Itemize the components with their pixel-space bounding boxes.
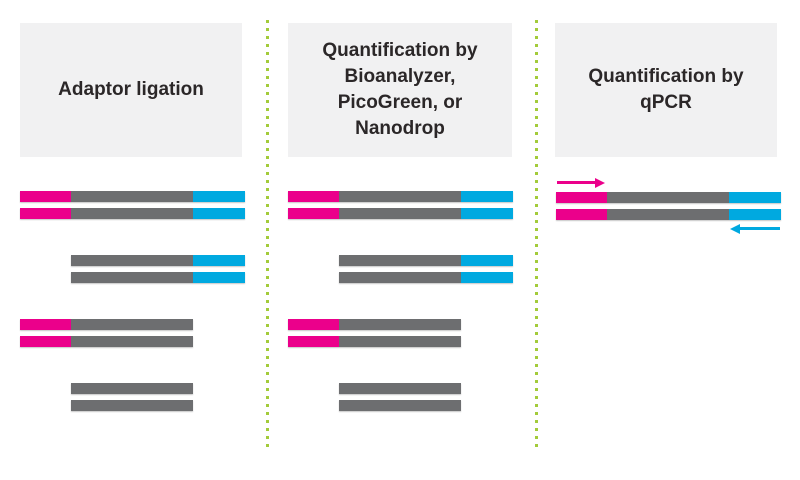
dna-insert-segment [607, 192, 729, 203]
dna-strand [20, 208, 245, 219]
magenta-adapter-segment [556, 209, 607, 220]
dna-strand [339, 272, 513, 283]
magenta-adapter-segment [288, 319, 339, 330]
dna-strand [339, 383, 461, 394]
dna-strand [288, 319, 461, 330]
dna-fragment-pair-left-only [288, 319, 461, 353]
dna-strand [71, 272, 245, 283]
dna-strand [288, 208, 513, 219]
dna-insert-segment [339, 191, 461, 202]
cyan-adapter-segment [193, 272, 245, 283]
magenta-adapter-segment [20, 336, 71, 347]
dna-insert-segment [71, 272, 193, 283]
magenta-adapter-segment [288, 336, 339, 347]
dna-insert-segment [71, 255, 193, 266]
dna-strand [556, 192, 781, 203]
dna-fragment-pair-both [288, 191, 513, 225]
magenta-adapter-segment [20, 191, 71, 202]
dna-strand [288, 336, 461, 347]
dna-strand [339, 400, 461, 411]
arrow-head [730, 223, 740, 234]
dna-fragment-pair-none [71, 383, 193, 417]
magenta-adapter-segment [288, 208, 339, 219]
magenta-adapter-segment [20, 319, 71, 330]
dna-strand [71, 255, 245, 266]
cyan-adapter-segment [193, 255, 245, 266]
dna-insert-segment [71, 400, 193, 411]
magenta-adapter-segment [20, 208, 71, 219]
dna-fragment-pair-both [556, 192, 781, 226]
cyan-adapter-segment [461, 191, 513, 202]
panel-header-quantification-qpcr: Quantification by qPCR [555, 23, 777, 157]
cyan-adapter-segment [193, 191, 245, 202]
reverse-primer-arrow [730, 223, 780, 234]
dna-fragment-pair-right-only [71, 255, 245, 289]
panel-header-quantification-bioanalyzer: Quantification by Bioanalyzer, PicoGreen… [288, 23, 512, 157]
dna-insert-segment [71, 319, 193, 330]
cyan-adapter-segment [729, 192, 781, 203]
forward-primer-arrow [557, 177, 605, 188]
cyan-adapter-segment [461, 272, 513, 283]
dotted-divider-left [266, 20, 269, 450]
cyan-adapter-segment [729, 209, 781, 220]
dna-fragment-pair-left-only [20, 319, 193, 353]
dna-strand [556, 209, 781, 220]
magenta-adapter-segment [288, 191, 339, 202]
dna-insert-segment [339, 272, 461, 283]
dna-strand [339, 255, 513, 266]
dna-insert-segment [339, 400, 461, 411]
dna-insert-segment [71, 383, 193, 394]
dna-insert-segment [71, 191, 193, 202]
dna-insert-segment [339, 336, 461, 347]
dna-insert-segment [339, 383, 461, 394]
dna-strand [20, 336, 193, 347]
dna-insert-segment [339, 319, 461, 330]
dna-strand [20, 191, 245, 202]
dna-insert-segment [339, 255, 461, 266]
cyan-adapter-segment [461, 255, 513, 266]
dna-insert-segment [71, 208, 193, 219]
panel-header-adaptor-ligation: Adaptor ligation [20, 23, 242, 157]
dna-strand [288, 191, 513, 202]
cyan-adapter-segment [193, 208, 245, 219]
dna-insert-segment [607, 209, 729, 220]
cyan-adapter-segment [461, 208, 513, 219]
arrow-head [595, 177, 605, 188]
dna-fragment-pair-both [20, 191, 245, 225]
dna-fragment-pair-none [339, 383, 461, 417]
dotted-divider-right [535, 20, 538, 450]
dna-strand [71, 400, 193, 411]
dna-strand [71, 383, 193, 394]
dna-fragment-pair-right-only [339, 255, 513, 289]
magenta-adapter-segment [556, 192, 607, 203]
dna-insert-segment [71, 336, 193, 347]
dna-strand [20, 319, 193, 330]
dna-insert-segment [339, 208, 461, 219]
